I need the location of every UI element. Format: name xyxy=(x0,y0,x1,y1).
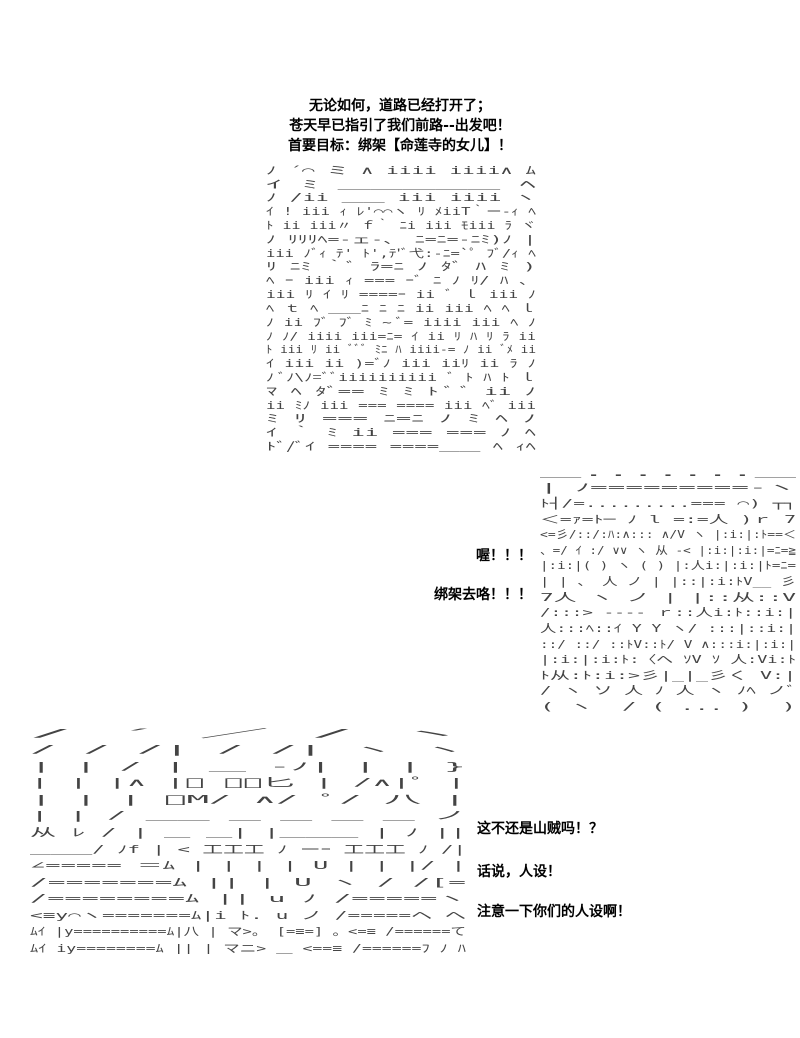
ascii-art-line: / ヽ ソ 人 ﾉ 人 ヽ ﾉﾍ ノﾞ xyxy=(540,684,796,697)
dialogue-kidnap: 绑架去咯！！！ xyxy=(434,587,532,603)
ascii-art-line: / ´ ／ / ヽ xyxy=(30,727,466,740)
ascii-art-line: ﾉ ﾞﾉ\ﾉ=ﾞﾞiiiiiiiiii ﾞ ﾄ ﾊ ﾄ ｌ xyxy=(266,371,536,384)
ascii-art-line: /:::> ---- ｒ::人i:ﾄ::i:| xyxy=(540,606,796,619)
ascii-art-line: iii ﾉﾞｨ ﾃ' ﾄ',ﾃ'ﾞ弋:-ﾆ=`ﾟ ﾌﾞ/ｨ ﾍ xyxy=(266,247,537,260)
ascii-art-line: ＿.......＿ xyxy=(540,466,796,479)
ascii-art-line: /========ﾑ || u ﾉ /=====ヽ xyxy=(30,892,466,905)
bottom-figure-art-svg: / ´ ／ / ヽ / / /| / /| ヽ ヽ | | / | ＿ -ﾉ| … xyxy=(30,727,467,954)
dialogue-character-setting: 话说，人设！ xyxy=(477,864,561,880)
ascii-art-line: ﾉ ﾉ/ iiii iii=ﾆ= ｲ ii ﾘ ﾊ ﾘ ﾗ ii xyxy=(266,330,536,343)
caption-line-3: 首要目标：绑架【命莲寺的女儿】！ xyxy=(288,138,512,154)
ascii-art-line: | | |∧ |ﾟ ＿ﾟ匕 | /∧|ﾟ | xyxy=(30,776,466,789)
ascii-art-line: ﾏ ﾍ ﾀﾞ== ﾐ ﾐ ﾄ ﾞ ﾞ ii ﾉ xyxy=(266,385,536,398)
dialogue-bandit: 这不还是山贼吗！？ xyxy=(477,821,603,837)
ascii-art-line: ﾉ /ii ＿＿ iii iiii ヽ xyxy=(266,191,536,204)
ascii-art-line: <=彡/::/:ﾊ:∧::: ∧/V ヽ |:i:|:ﾄ==＜ xyxy=(540,528,796,541)
ascii-art-line: ＜=ｧ=ﾄ─ ﾉ l =:=人 )ｒ 7 xyxy=(540,513,796,526)
ascii-art-line: ﾑｲ |y==========ﾑ|八 | マ>。 [=≡=] 。<=≡ /===… xyxy=(30,925,466,938)
right-figure-ascii-art: ＿.......＿ | ﾉ=========-ヽ ﾄ┤/=.........==… xyxy=(540,462,800,712)
ascii-art-line: ii ﾐﾉ iii === ==== iii ﾍﾞ iii xyxy=(266,399,536,412)
ascii-art-line: ∠===== ＝ﾑ | | | | U | | |/ | xyxy=(30,859,466,872)
ascii-art-line: 7人 ヽ ノ | |::从::V xyxy=(540,591,797,604)
ascii-art-line: ﾉ ii ﾌﾞ ﾌﾞ ﾐ ~ ﾞ= iiii iii ﾍ ﾉ xyxy=(266,316,536,329)
ascii-art-line: ｲ ｀ ﾐ ii === === ﾉ ﾍ xyxy=(266,424,537,439)
ascii-art-line: ﾄﾞ/ﾞｲ ==== ====＿＿ ﾍ ｨﾍ xyxy=(266,440,537,452)
ascii-art-line: | | / | ＿ -ﾉ| | | } xyxy=(30,760,466,773)
ascii-art-line: |:i:|( ) ヽ ( ) |:人i:|:i:|ﾄ=ﾆ= xyxy=(540,559,796,572)
ascii-art-line: ﾄ┤/=.........=== ⌒) ┬┐ xyxy=(540,496,796,510)
ascii-art-line: ::/ ::/ ::ﾄV::ﾄ/ V ∧:::i:|:i:| xyxy=(540,638,796,651)
ascii-art-line: ﾄ ii iii〃 ｆ｀ ﾆi iii ﾓiii ﾗ ヾ xyxy=(266,217,536,232)
dialogue-mind-character: 注意一下你们的人设啊！ xyxy=(477,904,631,920)
caption-line-1: 无论如何，道路已经打开了； xyxy=(309,98,491,114)
ascii-art-line: 、=/ ｲ :/ ∨∨ ヽ 从 -< |:i:|:i:|=ﾆ=≧ xyxy=(540,544,796,557)
ascii-art-line: | | | ﾟM/ ∧/ ﾟ/ 八 | xyxy=(30,793,466,806)
ascii-art-line: /=======ﾑ || | U ヽ / /[= xyxy=(30,876,467,889)
ascii-art-line: 从 ﾚ / | ＿ ＿| |＿＿＿ | ﾉ || xyxy=(30,826,466,839)
ascii-art-line: / / /| / /| ヽ ヽ xyxy=(30,743,466,756)
ascii-art-line: (_ヽ__/ ( ... )__) xyxy=(540,700,796,712)
ascii-art-line: ｲ ﾐ ＿＿＿＿＿ ﾍ xyxy=(266,178,537,191)
ascii-art-line: ﾉ ´⌒ ミ ∧ iiii iiii∧ ﾑ xyxy=(266,164,537,177)
ascii-art-line: ｲ iii ii )=ﾞﾉ iii iiﾘ ii ﾗ ﾉ xyxy=(266,357,536,370)
ascii-art-line: ﾘ ﾆﾐ ｀ﾞ ﾗ=ﾆ ﾉ ﾀﾞ ﾊ ﾐ ) xyxy=(266,258,536,273)
top-caption: 无论如何，道路已经打开了； 苍天早已指引了我们前路--出发吧！ 首要目标：绑架【… xyxy=(200,96,600,156)
ascii-art-line: | | / ＿＿ ＿ ＿ ＿ ＿ ノ xyxy=(30,809,466,822)
ascii-art-line: ﾍ ｔ ﾍ ＿＿ﾆ ﾆ ﾆ ii iii ﾍ ﾍ ｌ xyxy=(266,302,536,315)
ascii-art-line: <≡y⌒ヽ=======ﾑ|i ﾄ. u ノ /=====ヘ へ xyxy=(30,909,466,922)
dialogue-oh: 喔！！！ xyxy=(476,548,532,564)
top-figure-art-svg: ﾉ ´⌒ ミ ∧ iiii iiii∧ ﾑ ｲ ﾐ ＿＿＿＿＿ ﾍ ﾉ /ii … xyxy=(266,164,537,452)
ascii-art-line: ﾄ iii ﾘ ii ﾞﾞﾞ ﾐﾆ ﾊ iiii-= ﾉ ii ﾞﾒ ii xyxy=(266,343,536,356)
ascii-art-line: ﾑｲ iy========ﾑ || | マニ> ＿ <==≡ /======ﾌ … xyxy=(30,942,467,954)
ascii-art-line: ｲ ! iii ｨ ﾚ'⌒⌒ヽ ﾘ ﾒiiT｀ー-ｨ ﾍ xyxy=(266,203,537,218)
top-figure-ascii-art: ﾉ ´⌒ ミ ∧ iiii iiii∧ ﾑ ｲ ﾐ ＿＿＿＿＿ ﾍ ﾉ /ii … xyxy=(266,162,540,452)
right-figure-art-svg: ＿.......＿ | ﾉ=========-ヽ ﾄ┤/=.........==… xyxy=(540,466,797,712)
ascii-art-line: 人:::ﾍ::ｲ Y Y ヽ/ :::|::i:| xyxy=(540,622,796,635)
ascii-art-line: | | 、 人 ノ | |::|:i:ﾄV__ 彡 xyxy=(540,575,796,588)
ascii-art-line: ＿＿＿/ ﾉf | < 工工工 ﾉ ーｰ 工工工 ﾉ /| xyxy=(30,843,466,856)
ascii-art-line: ﾄ从:ﾄ:i:>彡|_|_彡く V:| xyxy=(540,669,796,682)
ascii-art-line: ﾐ ﾘ === ﾆ=ﾆ ﾉ ﾐ ﾍ ﾉ xyxy=(266,412,536,425)
ascii-art-line: |:i:|:i:ﾄ:〈へ ｿV ｿ 人:Vi:ﾄ xyxy=(540,653,796,666)
ascii-art-line: | ﾉ=========-ヽ xyxy=(540,481,796,494)
ascii-art-line: ﾍ ｰ iii ｨ === ｰﾞ ﾆ ﾉ ﾘ/ ﾊ 、 xyxy=(266,274,536,287)
ascii-art-line: iii ﾘ ｲ ﾘ ====ｰ ii ﾞ ｌ iii ﾉ xyxy=(266,288,536,301)
caption-line-2: 苍天早已指引了我们前路--出发吧！ xyxy=(289,118,511,134)
bottom-figure-ascii-art: / ´ ／ / ヽ / / /| / /| ヽ ヽ | | / | ＿ -ﾉ| … xyxy=(30,722,470,954)
ascii-art-line: ﾉ ﾘﾘﾘﾍ=-ェ-、 ﾆ=ﾆ=-ﾆﾐ)ﾉ | xyxy=(266,233,536,246)
